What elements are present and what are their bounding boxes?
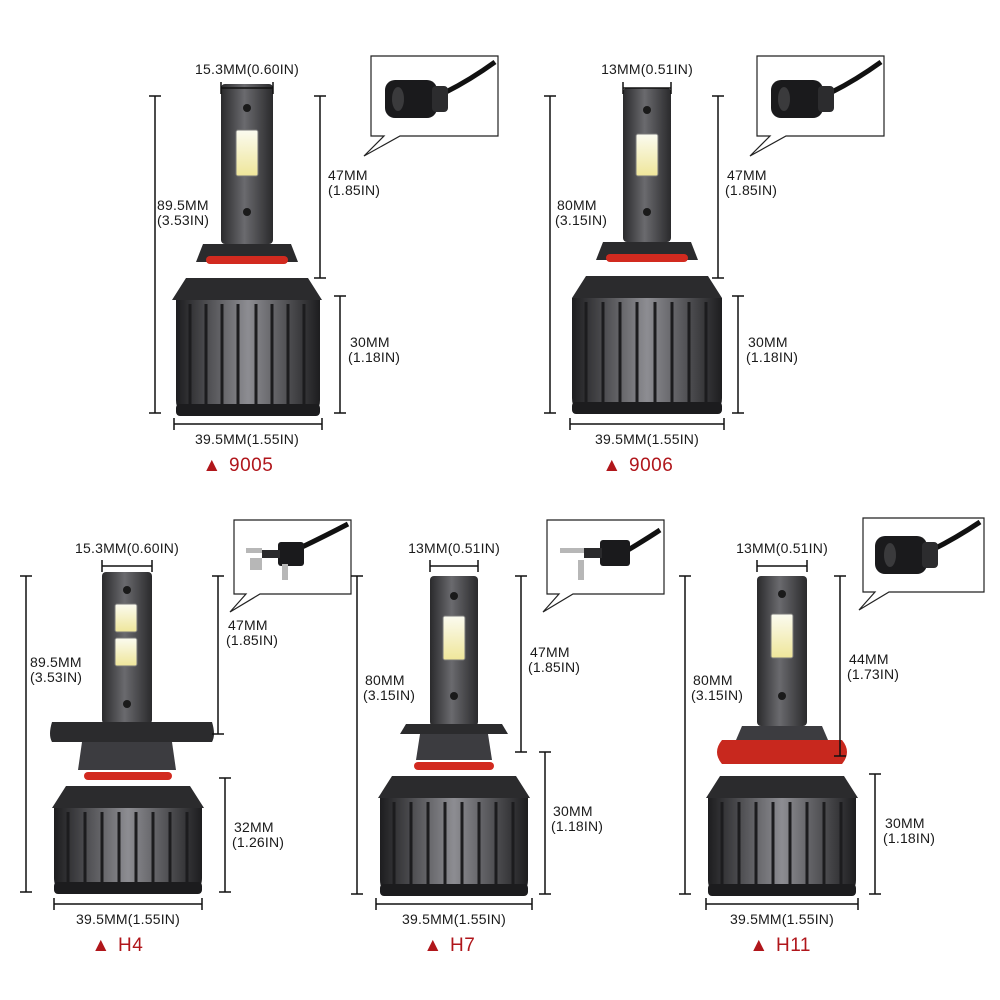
base-width-label: 39.5MM(1.55IN) [195,431,299,447]
upper-height-in-label: (1.73IN) [847,666,899,682]
bulb-h4-connector-callout [229,519,352,613]
upper-height-mm-label: 47MM [727,167,767,183]
bulb-h4-artwork [50,572,214,894]
bulb-h11-dimension-lines [679,560,881,910]
total-height-in-label: (3.15IN) [691,687,743,703]
upper-height-in-label: (1.85IN) [328,182,380,198]
total-height-in-label: (3.15IN) [363,687,415,703]
total-height-mm-label: 80MM [365,672,405,688]
model-label: 9005 [229,455,273,476]
upper-height-mm-label: 47MM [530,644,570,660]
total-height-in-label: (3.15IN) [555,212,607,228]
total-height-in-label: (3.53IN) [157,212,209,228]
pin-plug-icon [560,527,662,580]
model-label: H7 [450,935,475,956]
top-width-label: 13MM(0.51IN) [601,61,693,77]
model-label: H11 [776,935,811,956]
lower-height-in-label: (1.18IN) [746,349,798,365]
bulb-9006-connector-callout [749,55,885,157]
bulb-h7-connector-callout [542,519,665,613]
total-height-mm-label: 89.5MM [157,197,209,213]
bulb-h7: 13MM(0.51IN) 80MM (3.15IN) 47MM (1.85IN)… [351,519,665,956]
bulb-h11: 13MM(0.51IN) 80MM (3.15IN) 44MM (1.73IN)… [679,517,985,956]
lower-height-mm-label: 30MM [748,334,788,350]
bulb-h7-artwork [378,576,530,896]
bulb-9006-dimension-lines [544,82,744,430]
pin-plug-icon [246,521,350,580]
triangle-marker-icon: ▲ [749,935,768,956]
upper-height-mm-label: 47MM [228,617,268,633]
hb-plug-icon [771,59,883,118]
bulb-9005-artwork [172,84,322,416]
model-label: H4 [118,935,143,956]
bulb-h4: 15.3MM(0.60IN) 89.5MM (3.53IN) 47MM (1.8… [20,519,352,956]
triangle-marker-icon: ▲ [202,455,221,476]
upper-height-mm-label: 44MM [849,651,889,667]
bulb-9005: 15.3MM(0.60IN) 89.5MM (3.53IN) 47MM (1.8… [149,55,499,476]
bulb-9006-artwork [572,88,722,414]
base-width-label: 39.5MM(1.55IN) [595,431,699,447]
upper-height-mm-label: 47MM [328,167,368,183]
base-width-label: 39.5MM(1.55IN) [730,911,834,927]
triangle-marker-icon: ▲ [91,935,110,956]
bulb-9005-connector-callout [363,55,499,157]
lower-height-in-label: (1.18IN) [883,830,935,846]
triangle-marker-icon: ▲ [602,455,621,476]
bulb-h11-artwork [706,576,858,896]
top-width-label: 15.3MM(0.60IN) [195,61,299,77]
total-height-in-label: (3.53IN) [30,669,82,685]
lower-height-mm-label: 30MM [885,815,925,831]
lower-height-mm-label: 32MM [234,819,274,835]
lower-height-in-label: (1.18IN) [551,818,603,834]
base-width-label: 39.5MM(1.55IN) [76,911,180,927]
bulb-9006: 13MM(0.51IN) 80MM (3.15IN) 47MM (1.85IN)… [544,55,885,476]
top-width-label: 13MM(0.51IN) [736,540,828,556]
bulb-h11-connector-callout [858,517,985,611]
total-height-mm-label: 80MM [557,197,597,213]
bulb-h4-dimension-lines [20,560,231,910]
triangle-marker-icon: ▲ [423,935,442,956]
bulb-h7-dimension-lines [351,560,551,910]
upper-height-in-label: (1.85IN) [226,632,278,648]
total-height-mm-label: 80MM [693,672,733,688]
hb-plug-icon [875,519,982,574]
lower-height-in-label: (1.26IN) [232,834,284,850]
lower-height-mm-label: 30MM [350,334,390,350]
base-width-label: 39.5MM(1.55IN) [402,911,506,927]
bulb-9005-dimension-lines [149,82,346,430]
lower-height-in-label: (1.18IN) [348,349,400,365]
total-height-mm-label: 89.5MM [30,654,82,670]
upper-height-in-label: (1.85IN) [725,182,777,198]
model-label: 9006 [629,455,673,476]
lower-height-mm-label: 30MM [553,803,593,819]
top-width-label: 15.3MM(0.60IN) [75,540,179,556]
top-width-label: 13MM(0.51IN) [408,540,500,556]
upper-height-in-label: (1.85IN) [528,659,580,675]
hb-plug-icon [385,59,497,118]
